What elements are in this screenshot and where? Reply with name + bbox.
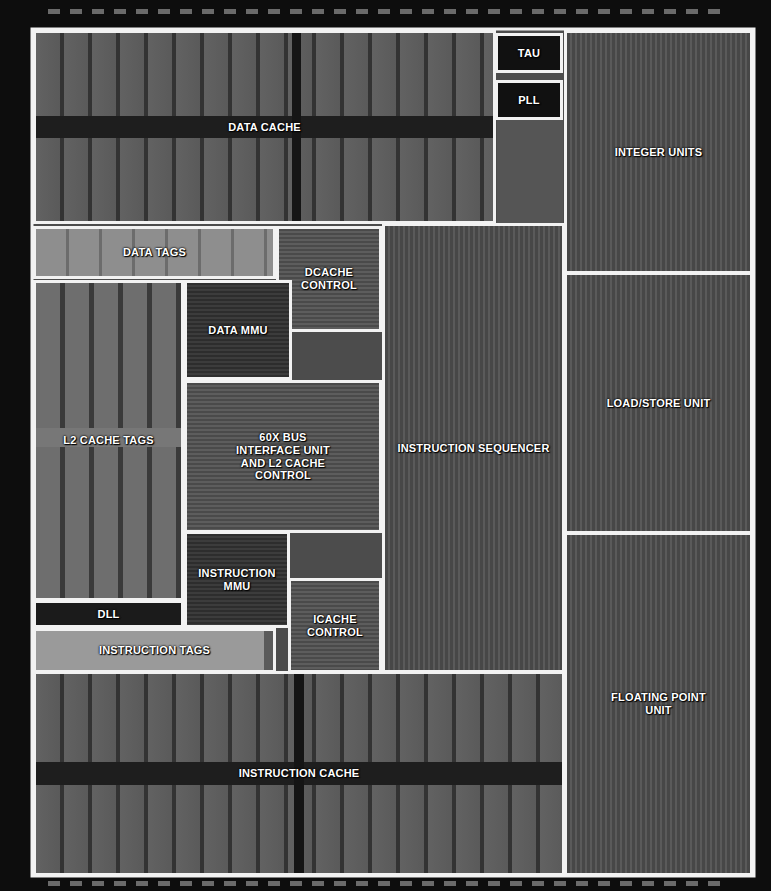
region-label: 60X BUS INTERFACE UNIT AND L2 CACHE CONT… [228,431,338,482]
die-region: FLOATING POINT UNIT [564,532,753,876]
bond-pads [40,8,730,16]
region-label: DCACHE CONTROL [284,266,374,291]
die-area [497,120,563,224]
region-label: INSTRUCTION SEQUENCER [397,442,549,455]
region-label: L2 CACHE TAGS [63,434,153,447]
region-label: DATA CACHE [228,121,301,134]
die-outline [32,29,754,876]
die-region: INSTRUCTION CACHE [33,671,565,876]
die-region: DATA CACHE [33,30,496,224]
region-label: DLL [98,608,120,621]
die-region: DLL [33,600,184,628]
die-region: TAU [495,33,563,73]
region-label: PLL [518,94,539,107]
die-region: DATA MMU [184,280,292,380]
region-label: INSTRUCTION TAGS [99,644,210,657]
die-region: INSTRUCTION MMU [184,531,290,628]
die-region: PLL [495,80,563,120]
region-label: INSTRUCTION MMU [189,567,285,592]
die-region: 60X BUS INTERFACE UNIT AND L2 CACHE CONT… [184,380,382,533]
die-region: INSTRUCTION TAGS [33,628,276,673]
die-region: INTEGER UNITS [564,30,753,274]
region-label: DATA TAGS [123,246,186,259]
region-label: INSTRUCTION CACHE [239,767,360,780]
bond-pads [40,878,730,886]
die-region: L2 CACHE TAGS [33,280,184,601]
die-region: INSTRUCTION SEQUENCER [382,223,565,673]
die-region: ICACHE CONTROL [288,578,382,673]
region-label: TAU [518,47,540,60]
region-label: ICACHE CONTROL [293,613,377,638]
region-label: DATA MMU [208,324,267,337]
region-label: INTEGER UNITS [615,146,703,159]
region-label: LOAD/STORE UNIT [607,397,711,410]
die-region: DATA TAGS [33,226,276,279]
die-region: LOAD/STORE UNIT [564,272,753,534]
region-label: FLOATING POINT UNIT [604,691,714,716]
